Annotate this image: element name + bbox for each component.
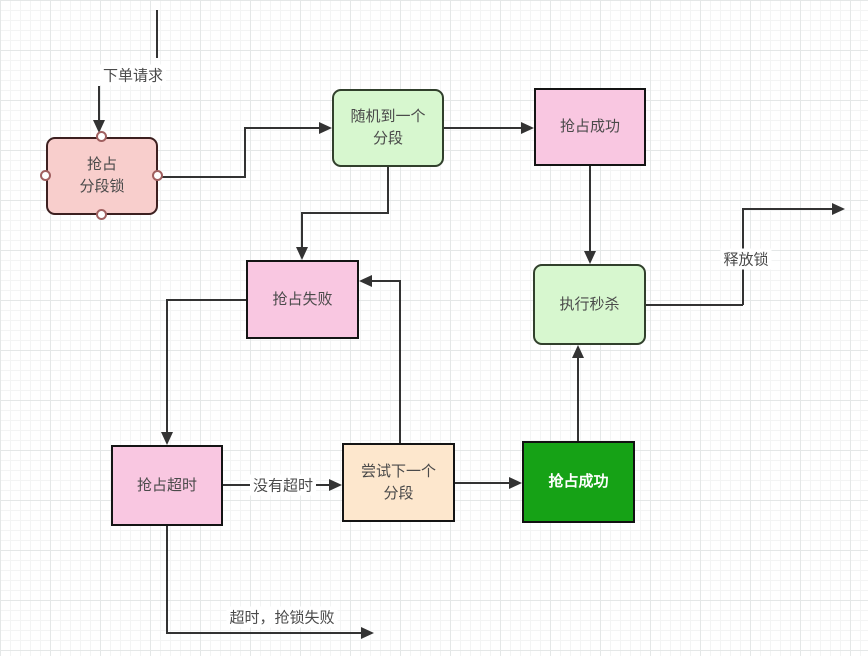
edge-timeout-fail-exit-arrowhead <box>361 627 374 639</box>
edge-label-no-timeout: 没有超时 <box>249 474 317 496</box>
node-seize-success-final[interactable]: 抢占成功 <box>522 441 635 523</box>
node-seize-segment-lock-label: 抢占 分段锁 <box>79 156 125 195</box>
edge-random-to-success-arrowhead <box>521 122 534 134</box>
node-seize-success-label: 抢占成功 <box>559 118 620 136</box>
connection-point-top[interactable] <box>96 131 107 142</box>
node-seize-success[interactable]: 抢占成功 <box>534 88 646 166</box>
edge-success-to-execute-arrowhead <box>584 251 596 264</box>
edge-random-to-fail-segment <box>301 212 303 248</box>
connection-point-right[interactable] <box>152 170 163 181</box>
edge-release-lock-segment <box>646 304 743 306</box>
edge-release-lock-segment <box>742 208 833 210</box>
edge-label-release-lock: 释放锁 <box>720 248 772 270</box>
edge-release-lock-arrowhead <box>832 203 845 215</box>
edge-fail-to-timeout-arrowhead <box>161 432 173 445</box>
node-execute-seckill[interactable]: 执行秒杀 <box>533 264 646 345</box>
edge-lock-to-random-segment <box>244 127 320 129</box>
node-try-next-segment-label: 尝试下一个 分段 <box>360 462 436 502</box>
node-seize-success-final-label: 抢占成功 <box>548 473 609 491</box>
node-seize-timeout[interactable]: 抢占超时 <box>111 445 223 526</box>
edge-trynext-to-finalsuccess-segment <box>455 482 510 484</box>
edge-order-request-arrowhead <box>93 120 105 133</box>
edge-fail-to-timeout-segment <box>166 299 168 433</box>
node-random-segment-label: 随机到一个 分段 <box>350 108 426 147</box>
node-seize-fail-label: 抢占失败 <box>272 290 333 308</box>
edge-finalsuccess-to-execute-arrowhead <box>572 345 584 358</box>
connection-point-bottom[interactable] <box>96 209 107 220</box>
node-seize-timeout-label: 抢占超时 <box>136 476 197 494</box>
edge-trynext-to-finalsuccess-arrowhead <box>509 477 522 489</box>
connection-point-left[interactable] <box>40 170 51 181</box>
edge-timeout-to-trynext-arrowhead <box>329 479 342 491</box>
edge-trynext-to-fail-segment <box>399 281 401 443</box>
edge-random-to-fail-segment <box>387 167 389 213</box>
edge-lock-to-random-arrowhead <box>319 122 332 134</box>
node-execute-seckill-label: 执行秒杀 <box>559 295 620 313</box>
node-seize-fail[interactable]: 抢占失败 <box>246 260 359 339</box>
edge-lock-to-random-segment <box>160 176 246 178</box>
edge-trynext-to-fail-arrowhead <box>359 275 372 287</box>
edge-timeout-fail-exit-segment <box>166 632 362 634</box>
edge-random-to-fail-segment <box>301 212 389 214</box>
node-try-next-segment[interactable]: 尝试下一个 分段 <box>342 443 455 522</box>
edge-label-order-request: 下单请求 <box>99 64 167 86</box>
edge-random-to-fail-arrowhead <box>296 247 308 260</box>
edge-trynext-to-fail-segment <box>371 280 401 282</box>
node-seize-segment-lock[interactable]: 抢占 分段锁 <box>46 137 158 215</box>
node-random-segment[interactable]: 随机到一个 分段 <box>332 89 444 167</box>
edge-order-request-segment <box>98 86 100 120</box>
edge-success-to-execute-segment <box>589 166 591 252</box>
edge-fail-to-timeout-segment <box>166 299 246 301</box>
edge-finalsuccess-to-execute-segment <box>577 357 579 441</box>
edge-timeout-fail-exit-segment <box>166 526 168 633</box>
edge-label-timeout-lock-fail: 超时，抢锁失败 <box>226 606 338 628</box>
edge-random-to-success-segment <box>444 127 522 129</box>
edge-lock-to-random-segment <box>244 128 246 178</box>
edge-order-request-segment <box>156 10 158 58</box>
